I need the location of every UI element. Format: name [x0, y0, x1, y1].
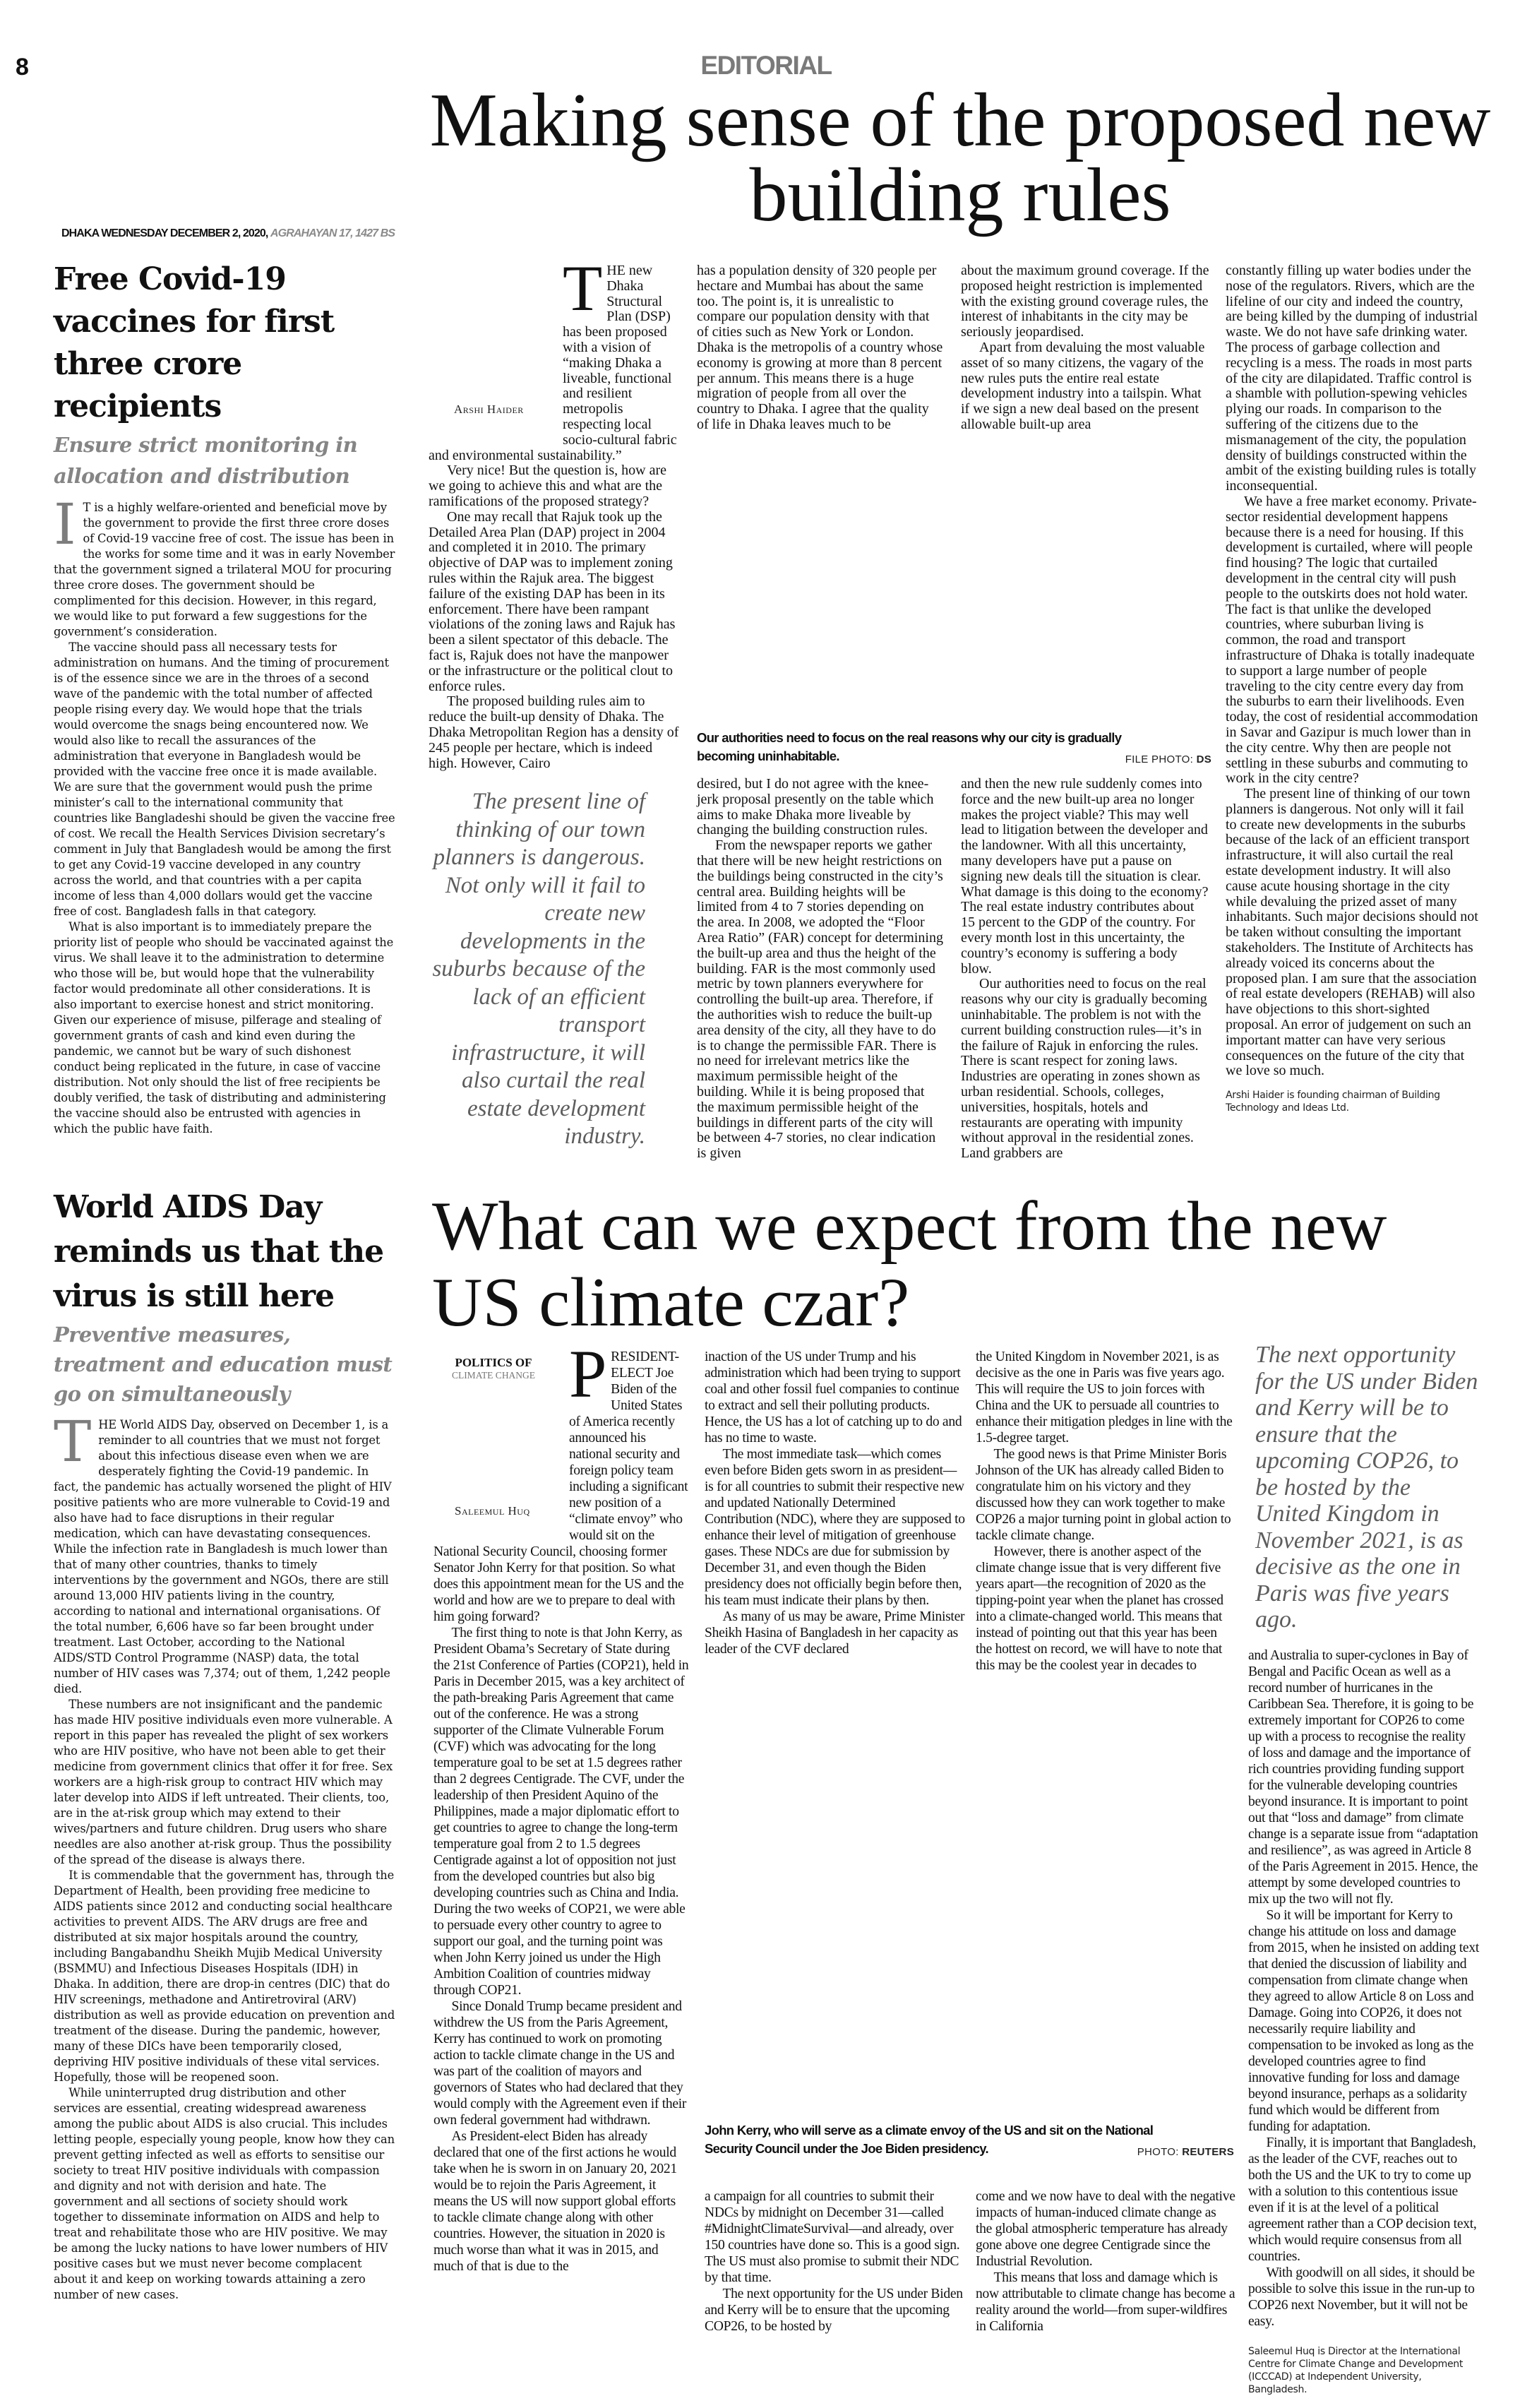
article-column: desired, but I do not agree with the kne…: [697, 776, 944, 1162]
editorial-aids: World AIDS Day reminds us that the virus…: [54, 1185, 395, 2303]
byline-box: POLITICS OF CLIMATE CHANGE Saleemul Huq: [433, 1349, 569, 1542]
paragraph: desired, but I do not agree with the kne…: [697, 776, 934, 838]
pull-quote: The next opportunity for the US under Bi…: [1255, 1342, 1478, 1633]
article-column: POLITICS OF CLIMATE CHANGE Saleemul Huq …: [433, 1336, 689, 2275]
paragraph: The first thing to note is that John Ker…: [433, 1626, 689, 1998]
dropcap: I: [54, 491, 76, 557]
article-photo: [705, 1689, 1234, 2117]
byline: Arshi Haider: [454, 403, 524, 416]
byline-box: Arshi Haider: [429, 263, 563, 433]
article-column: and then the new rule suddenly comes int…: [961, 776, 1211, 1162]
paragraph: The next opportunity for the US under Bi…: [705, 2287, 963, 2334]
editorial-subhead: Ensure strict monitoring in allocation a…: [54, 433, 358, 488]
paragraph: constantly filling up water bodies under…: [1226, 263, 1478, 494]
article-column: inaction of the US under Trump and his a…: [705, 1349, 965, 1657]
paragraph: With goodwill on all sides, it should be…: [1248, 2265, 1475, 2329]
dateline-date: DHAKA WEDNESDAY DECEMBER 2, 2020,: [61, 227, 268, 239]
paragraph: The vaccine should pass all necessary te…: [54, 640, 395, 918]
article-column: constantly filling up water bodies under…: [1226, 263, 1478, 1079]
paragraph: come and we now have to deal with the ne…: [976, 2189, 1235, 2269]
byline: Saleemul Huq: [455, 1504, 530, 1518]
page-number: 8: [16, 54, 29, 81]
dateline-bangla-date: AGRAHAYAN 17, 1427 BS: [270, 227, 395, 239]
photo-caption-text: John Kerry, who will serve as a climate …: [705, 2123, 1154, 2156]
paragraph: One may recall that Rajuk took up the De…: [429, 508, 676, 694]
editorial-covid: Free Covid-19 vaccines for first three c…: [54, 258, 395, 1137]
paragraph: and then the new rule suddenly comes int…: [961, 776, 1209, 977]
paragraph: inaction of the US under Trump and his a…: [705, 1349, 962, 1446]
photo-credit-source: DS: [1196, 753, 1211, 765]
paragraph-text: RESIDENT-ELECT Joe Biden of the United S…: [433, 1349, 688, 1624]
paragraph: While uninterrupted drug distribution an…: [54, 2086, 395, 2301]
article-column: the United Kingdom in November 2021, is …: [976, 1349, 1235, 1674]
paragraph: Since Donald Trump became president and …: [433, 1999, 687, 2128]
paragraph: As many of us may be aware, Prime Minist…: [705, 1609, 965, 1657]
dropcap: T: [563, 252, 603, 324]
paragraph: Apart from devaluing the most valuable a…: [961, 339, 1205, 432]
photo-caption-text: Our authorities need to focus on the rea…: [697, 730, 1122, 763]
kicker-top: POLITICS OF: [455, 1356, 532, 1369]
article-photo: [697, 445, 1211, 724]
dateline: DHAKA WEDNESDAY DECEMBER 2, 2020, AGRAHA…: [61, 227, 395, 240]
paragraph: What is also important is to immediately…: [54, 920, 394, 1136]
paragraph: So it will be important for Kerry to cha…: [1248, 1908, 1479, 2134]
paragraph: Very nice! But the question is, how are …: [429, 463, 667, 509]
photo-caption: John Kerry, who will serve as a climate …: [705, 2121, 1234, 2158]
paragraph: It is commendable that the government ha…: [54, 1868, 395, 2084]
photo-credit-label: FILE PHOTO:: [1125, 753, 1194, 765]
paragraph: This means that loss and damage which is…: [976, 2270, 1235, 2334]
paragraph: the United Kingdom in November 2021, is …: [976, 1349, 1233, 1446]
paragraph: has a population density of 320 people p…: [697, 263, 943, 432]
article-headline: Making sense of the proposed new buildin…: [429, 78, 1491, 237]
article-headline: What can we expect from the new US clima…: [432, 1188, 1387, 1341]
dropcap: P: [569, 1336, 607, 1412]
article-column-last: constantly filling up water bodies under…: [1226, 263, 1478, 1114]
author-bio: Saleemul Huq is Director at the Internat…: [1248, 2346, 1464, 2395]
paragraph: and Australia to super-cyclones in Bay o…: [1248, 1648, 1478, 1907]
photo-caption: Our authorities need to focus on the rea…: [697, 729, 1211, 765]
section-title: EDITORIAL: [700, 51, 832, 80]
pull-quote: The present line of thinking of our town…: [432, 789, 645, 1149]
paragraph: However, there is another aspect of the …: [976, 1544, 1223, 1673]
dropcap: T: [54, 1409, 92, 1474]
paragraph: The most immediate task—which comes even…: [705, 1447, 965, 1608]
paragraph: The good news is that Prime Minister Bor…: [976, 1447, 1231, 1543]
paragraph: These numbers are not insignificant and …: [54, 1698, 393, 1866]
column-kicker: POLITICS OF CLIMATE CHANGE: [433, 1356, 553, 1381]
paragraph: Finally, it is important that Bangladesh…: [1248, 2135, 1477, 2264]
paragraph: about the maximum ground coverage. If th…: [961, 263, 1209, 340]
author-bio: Arshi Haider is founding chairman of Bui…: [1226, 1090, 1440, 1114]
paragraph: We have a free market economy. Private-s…: [1226, 493, 1478, 787]
paragraph-text: T is a highly welfare-oriented and benef…: [54, 501, 395, 638]
kicker-bottom: CLIMATE CHANGE: [451, 1370, 536, 1381]
article-column: about the maximum ground coverage. If th…: [961, 263, 1211, 433]
photo-credit: FILE PHOTO: DS: [1125, 753, 1211, 765]
paragraph: From the newspaper reports we gather tha…: [697, 838, 943, 1162]
article-column: and Australia to super-cyclones in Bay o…: [1248, 1647, 1480, 2330]
paragraph: a campaign for all countries to submit t…: [705, 2189, 960, 2285]
paragraph-text: HE new Dhaka Structural Plan (DSP) has b…: [429, 263, 677, 463]
article-column: come and we now have to deal with the ne…: [976, 2188, 1235, 2335]
editorial-headline: Free Covid-19 vaccines for first three c…: [54, 261, 335, 424]
photo-credit: PHOTO: REUTERS: [1137, 2146, 1234, 2158]
paragraph: As President-elect Biden has already dec…: [433, 2129, 677, 2274]
editorial-headline: World AIDS Day reminds us that the virus…: [54, 1189, 384, 1314]
paragraph: The proposed building rules aim to reduc…: [429, 693, 679, 771]
editorial-subhead: Preventive measures, treatment and educa…: [54, 1323, 393, 1406]
paragraph-text: HE World AIDS Day, observed on December …: [54, 1418, 392, 1695]
paragraph: Our authorities need to focus on the rea…: [961, 976, 1207, 1162]
article-column: a campaign for all countries to submit t…: [705, 2188, 965, 2335]
photo-credit-source: REUTERS: [1182, 2146, 1234, 2158]
paragraph: The present line of thinking of our town…: [1226, 786, 1478, 1079]
article-column-last: and Australia to super-cyclones in Bay o…: [1248, 1647, 1480, 2396]
article-column: has a population density of 320 people p…: [697, 263, 944, 433]
photo-credit-label: PHOTO:: [1137, 2146, 1179, 2158]
